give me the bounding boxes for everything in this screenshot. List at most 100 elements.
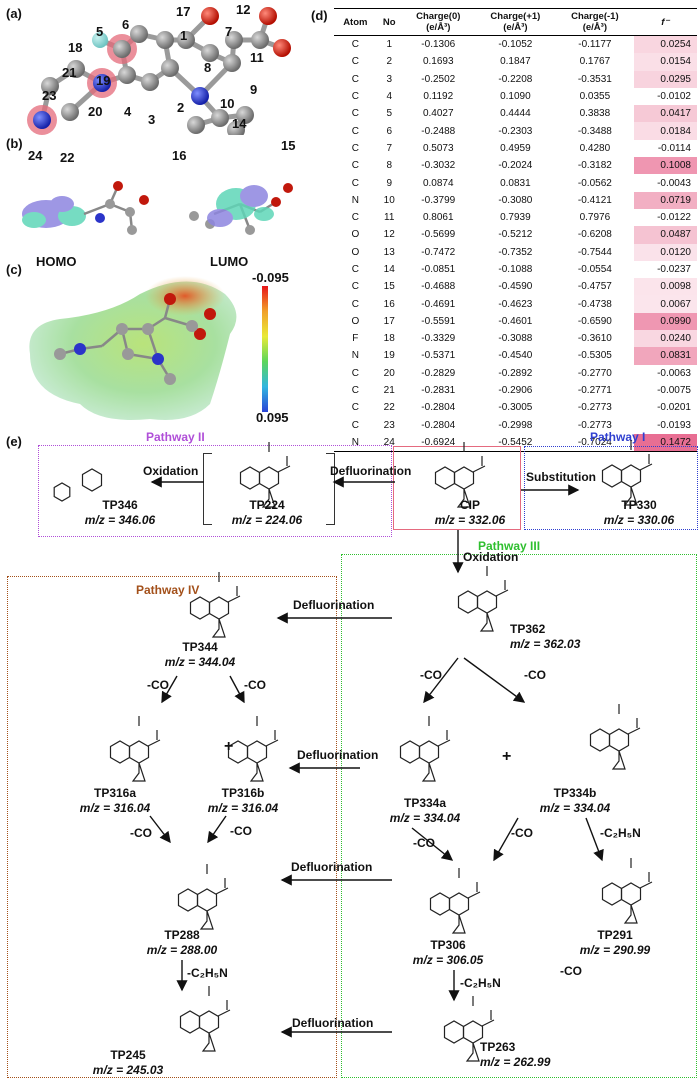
- fukui-cell: -0.0201: [657, 402, 691, 414]
- table-cell: -0.4590: [498, 281, 533, 293]
- atom-label-19: 19: [96, 73, 111, 88]
- atom-label-3: 3: [148, 112, 156, 127]
- label-minus-co-8: -CO: [511, 826, 533, 840]
- table-cell: -0.5452: [474, 433, 557, 453]
- table-cell: -0.1177: [578, 39, 612, 51]
- panel-label-a: (a): [6, 6, 22, 21]
- table-cell: -0.3005: [498, 402, 533, 414]
- table-cell: 15: [383, 281, 395, 293]
- fukui-cell: 0.0184: [633, 122, 697, 140]
- table-cell: 0.1767: [579, 56, 611, 68]
- table-cell: -0.2024: [498, 160, 533, 172]
- atom-label-1: 1: [180, 28, 188, 43]
- label-oxidation-p3: Oxidation: [463, 550, 519, 564]
- label-minus-c2h5n-3: -C₂H₅N: [460, 976, 501, 990]
- table-cell: -0.4738: [577, 298, 612, 310]
- table-cell: 0.4280: [579, 142, 611, 154]
- fukui-cell: 0.1008: [633, 157, 697, 175]
- molecule-3d-model: [27, 7, 291, 135]
- fukui-cell: -0.0122: [657, 212, 691, 224]
- table-cell: -0.6590: [577, 315, 612, 327]
- atom-label-20: 20: [88, 104, 103, 119]
- table-cell: -0.2831: [421, 385, 456, 397]
- label-plus-2: +: [224, 738, 234, 755]
- atom-label-4: 4: [124, 104, 132, 119]
- atom-label-17: 17: [176, 4, 191, 19]
- fukui-cell: 0.0487: [633, 226, 697, 244]
- fukui-cell: 0.0719: [633, 191, 697, 209]
- table-cell: C: [351, 212, 359, 224]
- table-cell: -0.3080: [498, 194, 533, 206]
- table-cell: 2: [386, 56, 392, 68]
- table-cell: -0.3182: [577, 160, 612, 172]
- label-minus-co-6: -CO: [230, 824, 252, 838]
- fukui-cell: 0.0831: [633, 347, 697, 365]
- table-cell: C: [351, 402, 359, 414]
- table-cell: -0.2773: [577, 419, 612, 431]
- table-cell: 5: [386, 108, 392, 120]
- panel-label-b: (b): [6, 136, 23, 151]
- table-cell: 7: [386, 142, 392, 154]
- atom-label-18: 18: [68, 40, 83, 55]
- atom-label-12: 12: [236, 2, 251, 17]
- table-cell: -0.2892: [498, 367, 533, 379]
- table-cell: N: [351, 350, 359, 362]
- table-cell: 23: [383, 419, 395, 431]
- pathway-iv-box: [7, 576, 337, 1078]
- label-minus-co-2: -CO: [524, 668, 546, 682]
- fukui-cell: -0.0075: [657, 385, 691, 397]
- table-cell: 4: [386, 91, 392, 103]
- table-cell: -0.4601: [498, 315, 533, 327]
- panel-label-d: (d): [311, 8, 328, 23]
- table-cell: 0.7939: [500, 212, 531, 224]
- fukui-cell: -0.0063: [657, 367, 691, 379]
- table-cell: 0.4959: [500, 142, 531, 154]
- pathway-i-box: [524, 446, 698, 530]
- table-cell: -0.2804: [421, 402, 456, 414]
- table-cell: C: [351, 419, 359, 431]
- atom-label-2: 2: [177, 100, 185, 115]
- table-cell: N: [351, 194, 359, 206]
- table-row: N 10 -0.3799 -0.3080 -0.4121 0.0719: [334, 191, 697, 209]
- label-minus-c2h5n-1: -C₂H₅N: [600, 826, 641, 840]
- table-cell: 0.0355: [579, 91, 611, 103]
- table-cell: -0.4691: [421, 298, 456, 310]
- table-cell: -0.3032: [421, 160, 456, 172]
- fukui-cell: 0.0154: [633, 53, 697, 71]
- label-minus-co-7: -CO: [413, 836, 435, 850]
- label-plus-1: +: [502, 748, 512, 765]
- fukui-cell: -0.0237: [657, 264, 691, 275]
- atom-label-11: 11: [250, 50, 264, 65]
- table-cell: -0.2998: [498, 419, 533, 431]
- table-cell: -0.6924: [401, 433, 475, 453]
- atom-label-8: 8: [204, 60, 212, 75]
- panel-label-e: (e): [6, 434, 22, 449]
- col-charge-plus1: Charge(+1) (e/Å³): [474, 8, 557, 36]
- table-cell: 3: [386, 73, 392, 85]
- table-cell: 0.5073: [422, 142, 454, 154]
- table-cell: C: [351, 91, 359, 103]
- table-cell: -0.1088: [498, 264, 533, 275]
- table-cell: 10: [383, 194, 395, 206]
- fukui-cell: 0.0254: [633, 35, 697, 54]
- label-defluorination-3: Defluorination: [291, 860, 373, 874]
- lumo-orbital: [207, 185, 274, 227]
- table-cell: 6: [386, 125, 392, 137]
- table-cell: -0.3799: [421, 194, 456, 206]
- esp-scale-max: -0.095: [252, 270, 289, 285]
- label-defluorination-2: Defluorination: [297, 748, 379, 762]
- fukui-cell: 0.0098: [633, 278, 697, 296]
- table-cell: -0.4121: [577, 194, 612, 206]
